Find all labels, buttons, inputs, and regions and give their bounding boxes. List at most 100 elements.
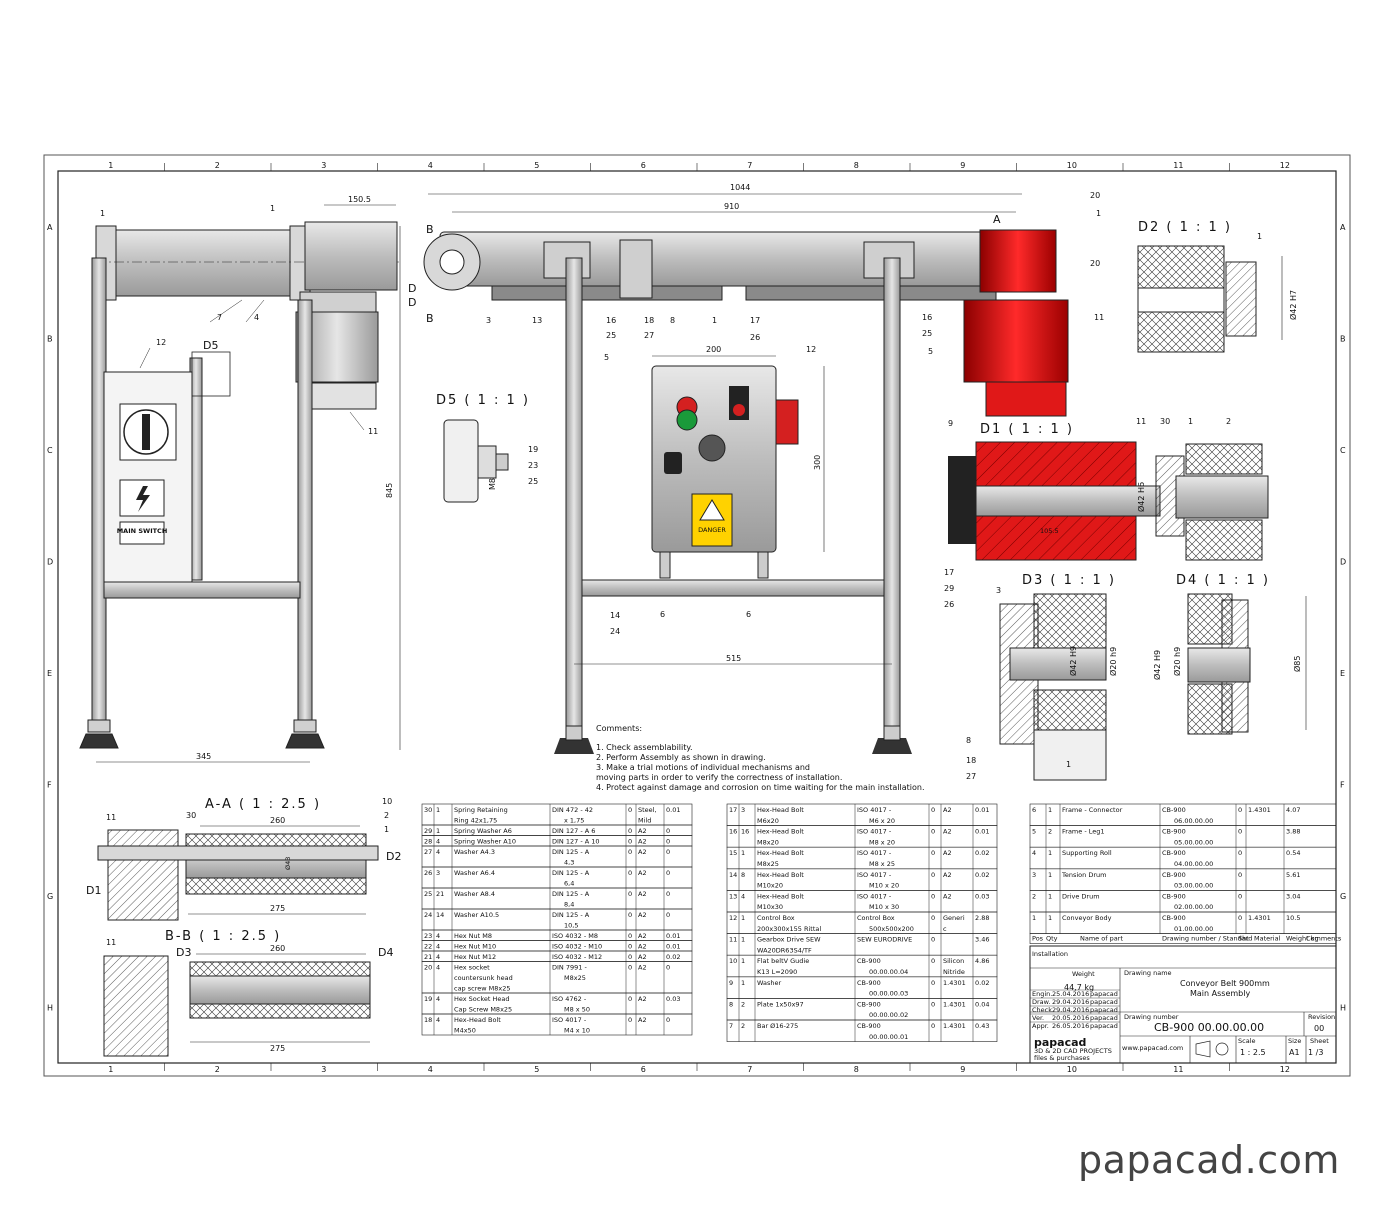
grid-col-label-top: 5 — [534, 161, 539, 170]
bom-weight: 0.02 — [975, 871, 989, 879]
bom-qty: 4 — [436, 964, 440, 972]
bom-name: Gearbox Drive SEW — [757, 936, 821, 944]
bom-std: DIN 7991 - — [552, 964, 587, 972]
bom-std: CB-900 — [1162, 849, 1186, 857]
bom-name: Hex-Head Bolt — [757, 892, 804, 900]
side-view: MAIN SWITCH D5 150.5 845 345 1 1 7 4 12 … — [79, 195, 401, 763]
part-balloon: 16 — [922, 313, 932, 322]
bom-pos: 7 — [729, 1022, 733, 1030]
bom-pos: 17 — [729, 806, 737, 814]
part-balloon: 5 — [928, 347, 933, 356]
part-balloon: 16 — [606, 316, 616, 325]
bom-weight: 0 — [666, 838, 670, 846]
d4-bore-dim-1: Ø42 H9 — [1152, 650, 1162, 680]
bom-pos: 11 — [729, 936, 737, 944]
part-balloon: 13 — [532, 316, 542, 325]
bom-sheet: 0 — [628, 1016, 632, 1024]
bom-sheet: 0 — [1238, 871, 1242, 879]
grid-row-label-right: F — [1340, 780, 1345, 789]
bom-qty: 1 — [1048, 849, 1052, 857]
scale-value: 1 : 2.5 — [1240, 1048, 1266, 1057]
bom-std: CB-900 — [857, 1000, 881, 1008]
bom-sheet: 0 — [628, 995, 632, 1003]
bom-qty: 1 — [741, 979, 745, 987]
grid-col-label-top: 1 — [108, 161, 113, 170]
bom-name: Washer — [757, 979, 781, 987]
grid-row-label-left: F — [47, 780, 52, 789]
bom-header-name: Name of part — [1080, 935, 1123, 943]
bom-std: M8 x 25 — [869, 860, 895, 868]
d1-title: D1 ( 1 : 1 ) — [980, 422, 1074, 437]
bom-qty: 8 — [741, 871, 745, 879]
aa-title: A-A ( 1 : 2.5 ) — [205, 797, 321, 812]
section-d-label: D — [408, 282, 416, 295]
bom-qty: 1 — [741, 936, 745, 944]
part-balloon: 6 — [746, 610, 751, 619]
bom-std: CB-900 — [1162, 806, 1186, 814]
bb-dim-275: 275 — [270, 1044, 285, 1053]
website: www.papacad.com — [1122, 1044, 1183, 1052]
grid-row-label-right: G — [1340, 892, 1346, 901]
bom-qty: 1 — [436, 827, 440, 835]
bom-std: DIN 125 - A — [552, 848, 590, 856]
bom-material: A2 — [638, 964, 647, 972]
bom-weight: 0 — [666, 827, 670, 835]
bom-qty: 4 — [436, 995, 440, 1003]
d1-bore-dim: Ø42 H6 — [1136, 482, 1146, 512]
balloon-d5-23: 23 — [528, 461, 538, 470]
bom-std: 06.00.00.00 — [1174, 817, 1213, 825]
bom-pos: 28 — [424, 838, 432, 846]
bom-qty: 1 — [1048, 806, 1052, 814]
bom-name: 200x300x155 Rittal — [757, 925, 821, 933]
bom-std: Control Box — [857, 914, 895, 922]
dim-box-height: 300 — [813, 455, 822, 470]
balloon-aa-1: 1 — [384, 825, 389, 834]
signature-name: papacad — [1090, 990, 1118, 998]
bom-name: Washer A10.5 — [454, 911, 499, 919]
balloon-d1-17: 17 — [944, 568, 954, 577]
bom-qty: 4 — [436, 953, 440, 961]
bom-sheet: 0 — [931, 871, 935, 879]
bom-std: DIN 125 - A — [552, 890, 590, 898]
signature-role: Check. — [1032, 1006, 1054, 1014]
bom-material: A2 — [638, 869, 647, 877]
bom-sheet: 0 — [628, 806, 632, 814]
grid-row-label-right: B — [1340, 334, 1346, 343]
bom-sheet: 0 — [931, 957, 935, 965]
bom-sheet: 0 — [628, 932, 632, 940]
comments-title: Comments: — [596, 724, 642, 733]
bom-qty: 2 — [1048, 828, 1052, 836]
balloon-side-11: 11 — [368, 427, 378, 436]
grid-col-label-top: 11 — [1173, 161, 1183, 170]
bom-weight: 0 — [666, 964, 670, 972]
bom-qty: 21 — [436, 890, 444, 898]
bom-pos: 2 — [1032, 892, 1036, 900]
bom-name: Hex Socket Head — [454, 995, 510, 1003]
balloon-d2-1: 1 — [1257, 232, 1262, 241]
bom-std: CB-900 — [857, 979, 881, 987]
bom-std: 8,4 — [564, 901, 574, 909]
grid-col-label-bottom: 3 — [321, 1065, 326, 1074]
d1-dim: 105.5 — [1040, 527, 1059, 535]
balloon-side-1a: 1 — [100, 209, 105, 218]
bom-std: 10,5 — [564, 922, 578, 930]
bom-name: Drive Drum — [1062, 892, 1100, 900]
bom-weight: 0 — [666, 911, 670, 919]
grid-row-label-left: G — [47, 892, 53, 901]
grid-row-label-right: D — [1340, 557, 1346, 566]
part-balloon: 27 — [644, 331, 654, 340]
bom-pos: 13 — [729, 892, 737, 900]
bom-qty: 1 — [1048, 892, 1052, 900]
grid-row-label-left: E — [47, 669, 52, 678]
grid-col-label-top: 7 — [747, 161, 752, 170]
aa-belt-dim: Ø43 — [284, 857, 292, 870]
aa-d1-tag: D1 — [86, 884, 101, 897]
sheet-value: 1 /3 — [1308, 1048, 1323, 1057]
bom-pos: 18 — [424, 1016, 432, 1024]
grid-col-label-top: 10 — [1067, 161, 1077, 170]
bom-header-std: Drawing number / Standard — [1162, 935, 1252, 943]
bom-weight: 0.01 — [666, 806, 680, 814]
